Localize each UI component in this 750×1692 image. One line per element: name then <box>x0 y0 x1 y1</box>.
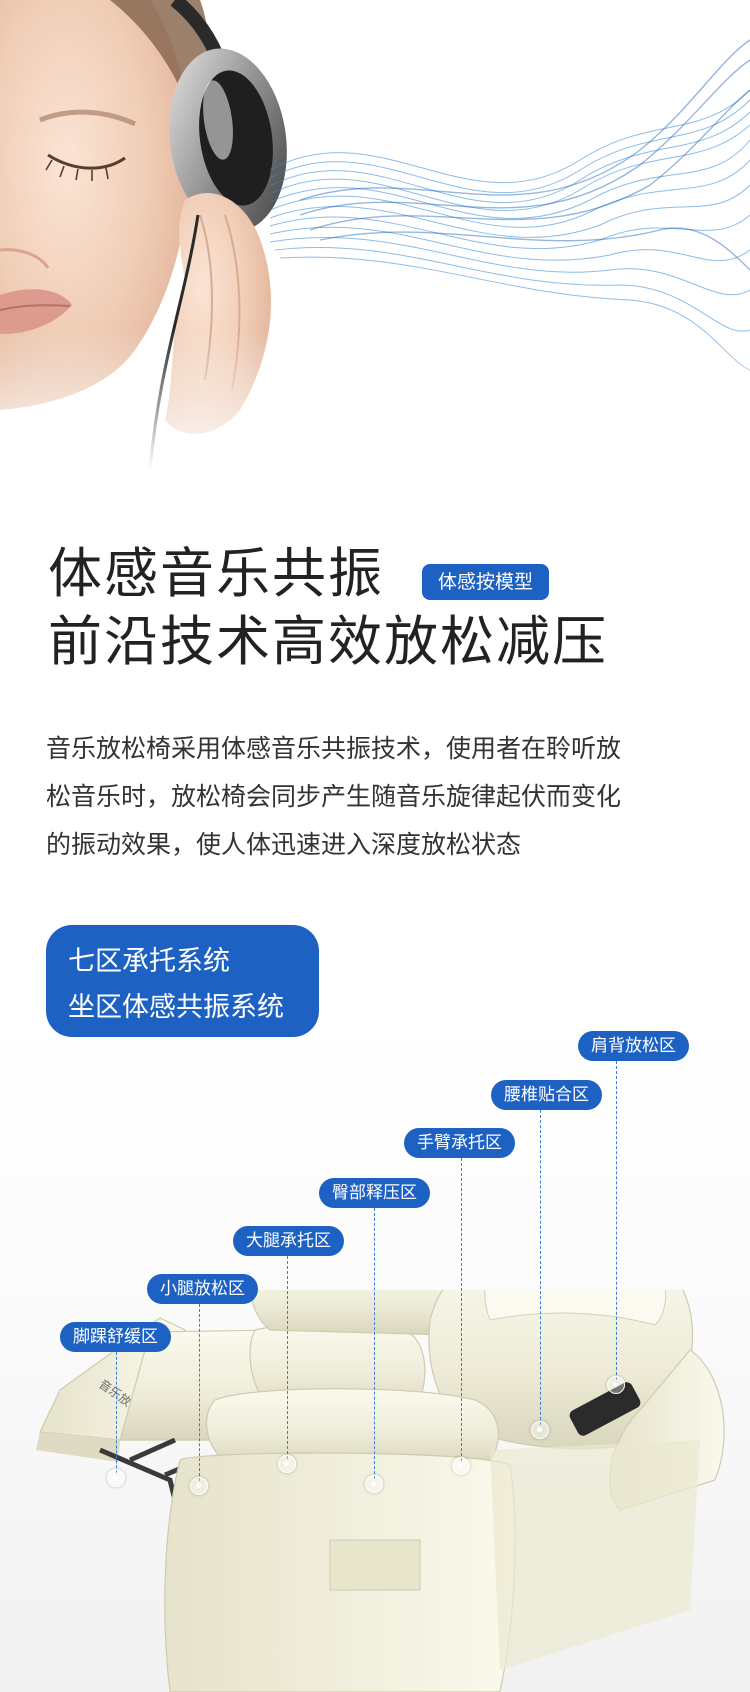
headline-line-2: 前沿技术高效放松减压 <box>48 610 608 673</box>
woman-headphones-illustration <box>0 0 750 470</box>
zone-line-thigh <box>287 1256 288 1464</box>
badge-line-2: 坐区体感共振系统 <box>68 992 284 1023</box>
zone-dot-shoulder <box>607 1376 625 1394</box>
zone-dot-ankle <box>107 1469 125 1487</box>
zone-dot-arm <box>452 1457 470 1475</box>
description: 音乐放松椅采用体感音乐共振技术，使用者在聆听放 松音乐时，放松椅会同步产生随音乐… <box>46 725 716 869</box>
zone-label-hip: 臀部释压区 <box>319 1178 430 1208</box>
hero-image <box>0 0 750 470</box>
zone-dot-lumbar <box>531 1421 549 1439</box>
zone-dot-calf <box>190 1477 208 1495</box>
zone-line-lumbar <box>540 1110 541 1430</box>
system-badge: 七区承托系统 坐区体感共振系统 <box>46 925 319 1037</box>
zone-line-shoulder <box>616 1061 617 1385</box>
zone-dot-thigh <box>278 1455 296 1473</box>
zone-line-calf <box>199 1304 200 1486</box>
model-tag: 体感按模型 <box>422 564 550 600</box>
zone-label-shoulder: 肩背放松区 <box>578 1031 689 1061</box>
zone-label-lumbar: 腰椎贴合区 <box>491 1080 602 1110</box>
badge-line-1: 七区承托系统 <box>68 946 230 977</box>
zone-line-ankle <box>116 1352 117 1478</box>
headline-line-1: 体感音乐共振 <box>48 542 384 605</box>
zone-line-hip <box>374 1208 375 1484</box>
zone-label-ankle: 脚踝舒缓区 <box>60 1322 171 1352</box>
zone-label-calf: 小腿放松区 <box>147 1274 258 1304</box>
description-line-2: 松音乐时，放松椅会同步产生随音乐旋律起伏而变化 <box>46 782 622 811</box>
headline: 体感音乐共振 前沿技术高效放松减压 <box>48 540 608 676</box>
zone-line-arm <box>461 1158 462 1466</box>
zone-label-thigh: 大腿承托区 <box>233 1226 344 1256</box>
zone-dot-hip <box>365 1475 383 1493</box>
description-line-3: 的振动效果，使人体迅速进入深度放松状态 <box>46 830 522 859</box>
zone-label-arm: 手臂承托区 <box>404 1128 515 1158</box>
description-line-1: 音乐放松椅采用体感音乐共振技术，使用者在聆听放 <box>46 734 622 763</box>
massage-chair-illustration: 音乐放松系统 <box>36 1290 725 1692</box>
